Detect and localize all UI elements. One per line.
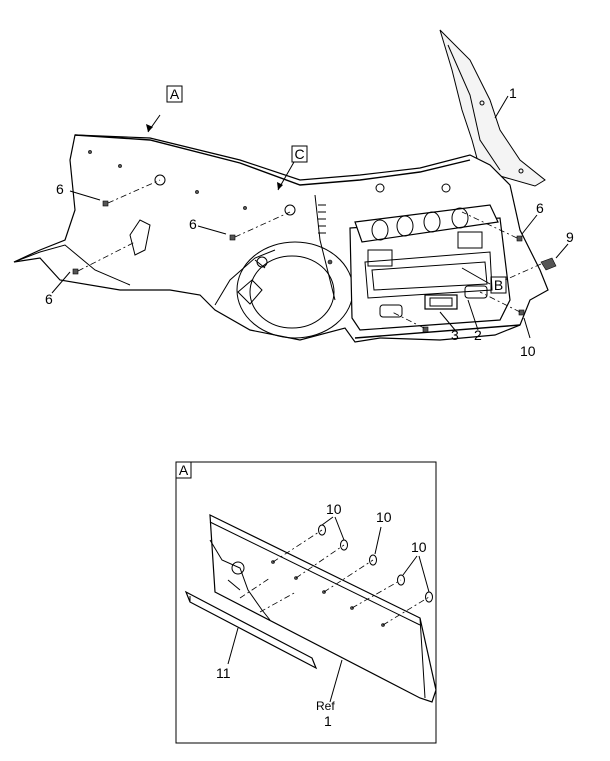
- svg-text:B: B: [494, 277, 503, 293]
- detail-ref-word: Ref: [316, 699, 335, 713]
- svg-text:C: C: [294, 146, 304, 162]
- detail-frame: [175, 461, 437, 744]
- callout-10: 10: [520, 343, 536, 359]
- callout-6-left-top: 6: [56, 181, 64, 197]
- callout-3: 3: [451, 327, 459, 343]
- detail-callout-10-a: 10: [326, 501, 342, 517]
- fasteners: [72, 200, 557, 333]
- detail-callout-10-c: 10: [411, 539, 427, 555]
- detail-callout-11: 11: [216, 665, 231, 681]
- detail-callout-10-b: 10: [376, 509, 392, 525]
- detail-letter-box: [175, 461, 192, 479]
- callout-1: 1: [509, 85, 517, 101]
- view-ref-a: A: [166, 85, 183, 103]
- rear-cluster: [349, 204, 521, 339]
- svg-text:A: A: [170, 86, 180, 102]
- detail-view-a: A: [175, 461, 437, 744]
- callout-6-left-bottom: 6: [45, 291, 53, 307]
- callout-6-center: 6: [189, 216, 197, 232]
- leader-lines: [51, 95, 569, 339]
- callout-6-right: 6: [536, 200, 544, 216]
- callout-9: 9: [566, 229, 574, 245]
- part-1-panel: [439, 29, 546, 187]
- install-paths: [77, 179, 542, 329]
- view-a-arrowhead: [146, 124, 153, 132]
- detail-ref-number: 1: [324, 713, 332, 729]
- view-c-arrowhead: [277, 182, 283, 190]
- view-ref-b: B: [490, 276, 507, 294]
- callout-2: 2: [474, 327, 482, 343]
- detail-letter: A: [179, 462, 189, 478]
- main-view: A C B 1 2 3 6 6 6 6 9 10: [13, 29, 574, 359]
- view-ref-c: C: [291, 145, 308, 163]
